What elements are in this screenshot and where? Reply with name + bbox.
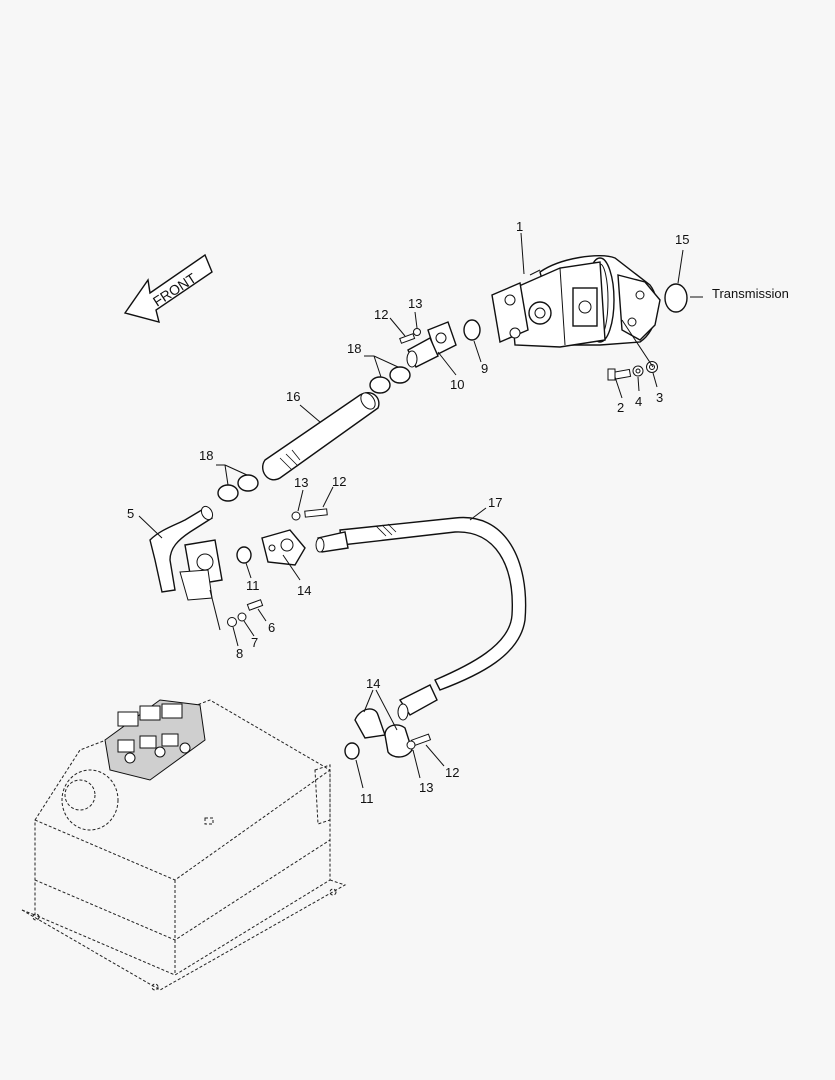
bolt-12-middle [304,508,328,518]
suction-hose-16 [262,391,380,481]
callout-6: 6 [268,620,275,635]
callout-13-top: 13 [408,296,422,311]
control-valve [104,699,206,781]
leader-lines [138,232,703,789]
callout-11-mid: 11 [246,578,260,593]
callout-8: 8 [236,646,243,661]
o-ring-15 [664,283,688,313]
hose-clamps-18-upper [369,366,411,394]
o-ring-11-lower [344,742,360,760]
split-flange-14-middle [261,529,306,566]
callout-11-bottom: 11 [360,791,374,806]
o-ring-9 [463,319,481,341]
callout-labels: 1 15 Transmission 12 13 18 10 9 2 4 3 16… [127,219,789,806]
callout-10: 10 [450,377,464,392]
hydraulic-tank [21,699,347,991]
bolt-2 [607,368,632,381]
callout-2: 2 [617,400,624,415]
hydraulic-pump [491,255,661,348]
washer-13-middle [291,511,301,521]
washer-13-lower [406,740,416,750]
washer-7 [237,612,247,622]
transmission-label: Transmission [712,286,789,301]
callout-12-bottom: 12 [445,765,459,780]
callout-18-top: 18 [347,341,361,356]
callout-15: 15 [675,232,689,247]
callout-18-bottom: 18 [199,448,213,463]
callout-9: 9 [481,361,488,376]
suction-tube-5 [149,505,223,601]
callout-7: 7 [251,635,258,650]
o-ring-11-lower-left [236,546,252,564]
callout-13-bottom: 13 [419,780,433,795]
callout-16: 16 [286,389,300,404]
bolt-6 [246,599,264,611]
nut-8 [227,617,237,627]
callout-4: 4 [635,394,642,409]
hose-clamps-18-lower [217,474,259,502]
callout-14-mid: 14 [297,583,311,598]
callout-14-bottom: 14 [366,676,380,691]
callout-3: 3 [656,390,663,405]
split-flange-14-lower [354,708,413,758]
pump-flange-fitting-10 [406,321,457,368]
pressure-hose-17 [315,516,527,721]
callout-17: 17 [488,495,502,510]
washer-13-upper [413,328,421,336]
bolt-12-upper [399,333,416,344]
callout-5: 5 [127,506,134,521]
callout-1: 1 [516,219,523,234]
front-arrow: FRONT [123,253,213,323]
callout-13-mid: 13 [294,475,308,490]
callout-12-mid: 12 [332,474,346,489]
callout-12-top: 12 [374,307,388,322]
